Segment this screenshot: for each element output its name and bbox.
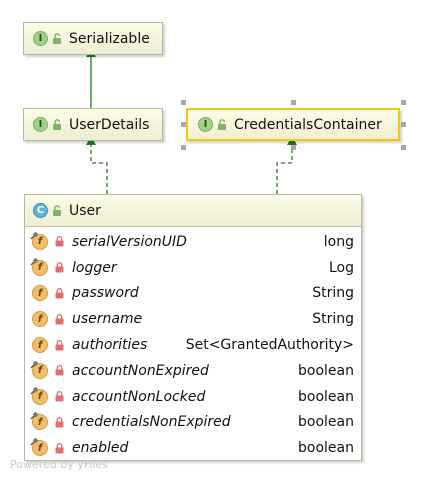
field-type: Log [328, 259, 354, 276]
field-row[interactable]: f credentialsNonExpired boolean [25, 410, 361, 436]
edge-user-implements-credentialscontainer [276, 136, 297, 194]
field-icon: f [31, 336, 49, 354]
unlock-icon [218, 118, 226, 130]
field-icon: f [30, 412, 49, 431]
field-row[interactable]: f authorities Set<GrantedAuthority> [25, 332, 361, 358]
static-pin-icon [30, 412, 38, 420]
field-type: String [312, 285, 354, 302]
field-row[interactable]: f accountNonExpired boolean [25, 358, 361, 384]
field-row[interactable]: f serialVersionUID long [25, 229, 361, 255]
interface-icon: I [33, 31, 48, 46]
field-icon: f [30, 386, 49, 406]
class-name: User [69, 202, 101, 219]
lock-icon [55, 313, 64, 325]
selection-handle[interactable] [181, 145, 186, 150]
lock-icon [55, 288, 64, 299]
static-pin-icon [30, 438, 38, 446]
static-pin-icon [30, 360, 38, 369]
field-row[interactable]: f username String [25, 306, 361, 332]
field-type: long [323, 233, 354, 250]
unlock-icon [53, 118, 61, 130]
field-type: boolean [298, 388, 354, 405]
footer-watermark: Powered by yFiles [10, 458, 108, 471]
field-name: accountNonLocked [72, 388, 206, 405]
field-name: password [72, 285, 139, 302]
static-pin-icon [30, 257, 38, 266]
field-row[interactable]: f logger Log [25, 255, 361, 281]
selection-handle[interactable] [181, 100, 186, 105]
field-type: String [312, 311, 354, 328]
field-icon: f [30, 257, 49, 277]
field-type: boolean [298, 414, 354, 431]
selection-handle[interactable] [401, 122, 406, 127]
lock-icon [55, 365, 64, 376]
interface-name: CredentialsContainer [234, 116, 382, 133]
class-user[interactable]: C User f serialVersionUID long f logger Log f p… [24, 194, 362, 461]
field-icon: f [30, 231, 49, 251]
interface-serializable[interactable]: I Serializable [23, 22, 163, 55]
field-icon: f [31, 310, 49, 328]
class-icon: C [33, 203, 48, 218]
field-icon: f [30, 360, 49, 380]
field-name: credentialsNonExpired [72, 414, 231, 431]
field-row[interactable]: f accountNonLocked boolean [25, 384, 361, 410]
lock-icon [55, 417, 64, 428]
lock-icon [55, 391, 64, 402]
field-list: f serialVersionUID long f logger Log f password… [25, 227, 361, 461]
unlock-icon [53, 32, 61, 44]
field-type: boolean [298, 440, 354, 457]
field-name: authorities [72, 337, 148, 354]
selection-handle[interactable] [401, 145, 406, 150]
field-row[interactable]: f password String [25, 281, 361, 307]
lock-icon [55, 236, 64, 247]
field-name: logger [72, 259, 117, 276]
selection-handle[interactable] [401, 100, 406, 105]
field-icon: f [30, 438, 49, 457]
field-type: Set<GrantedAuthority> [185, 337, 354, 354]
lock-icon [55, 339, 64, 351]
field-name: username [72, 311, 143, 328]
static-pin-icon [30, 386, 38, 395]
lock-icon [55, 442, 64, 454]
unlock-icon [53, 204, 61, 216]
field-icon: f [31, 284, 49, 302]
edge-user-implements-userdetails [86, 136, 108, 194]
lock-icon [55, 262, 64, 273]
interface-name: Serializable [69, 30, 150, 47]
static-pin-icon [30, 231, 38, 240]
class-header[interactable]: C User [25, 195, 361, 227]
field-name: enabled [72, 440, 129, 457]
selection-handle[interactable] [291, 145, 296, 150]
interface-credentialscontainer[interactable]: I CredentialsContainer [186, 108, 400, 141]
selection-handle[interactable] [291, 100, 296, 105]
field-name: accountNonExpired [72, 362, 209, 379]
field-type: boolean [298, 362, 354, 379]
field-row[interactable]: f enabled boolean [25, 435, 361, 461]
interface-icon: I [198, 117, 213, 132]
field-name: serialVersionUID [72, 233, 187, 250]
interface-icon: I [33, 117, 48, 132]
interface-name: UserDetails [69, 116, 150, 133]
selection-handle[interactable] [181, 122, 186, 127]
interface-userdetails[interactable]: I UserDetails [23, 108, 163, 141]
